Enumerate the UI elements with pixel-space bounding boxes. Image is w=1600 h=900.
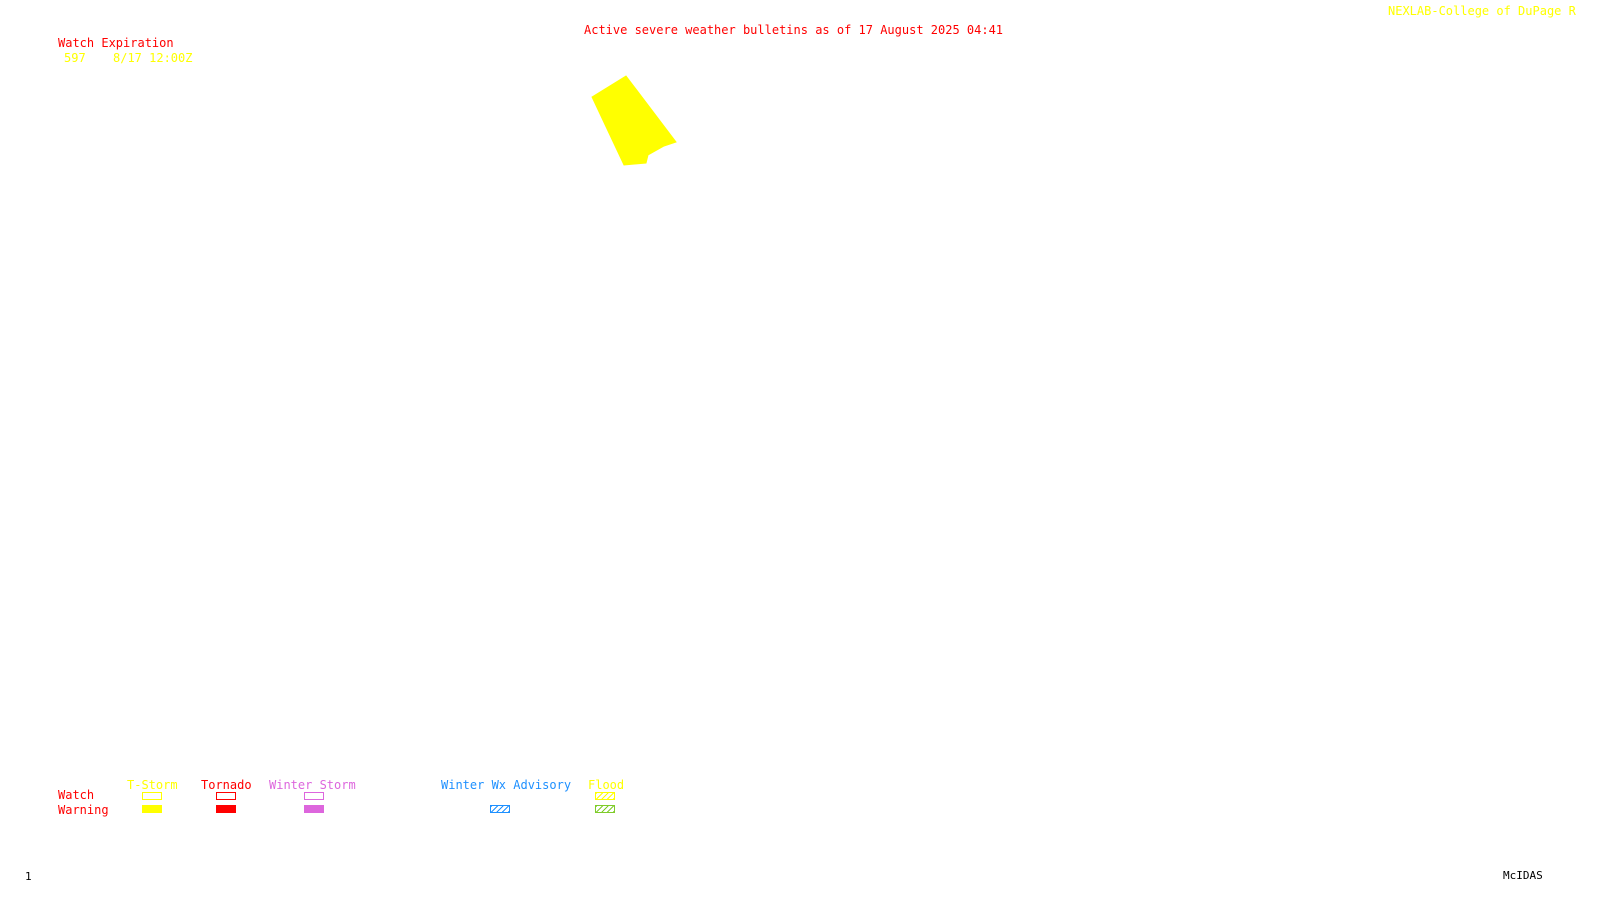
- watch-expiration: 8/17 12:00Z: [113, 51, 193, 65]
- legend-winter-storm-label: Winter Storm: [269, 778, 356, 792]
- winter-storm-warning-swatch: [304, 805, 324, 813]
- winter-wx-advisory-swatch: [490, 805, 510, 813]
- legend-flood-label: Flood: [588, 778, 625, 792]
- watch-number: 597: [64, 51, 86, 65]
- software-label: McIDAS: [1503, 869, 1543, 882]
- legend-tstorm-label: T-Storm: [127, 778, 178, 792]
- winter-storm-watch-swatch: [304, 792, 324, 800]
- tornado-watch-swatch: [216, 792, 236, 800]
- legend-warning-row-label: Warning: [58, 803, 109, 817]
- flood-watch-swatch: [595, 792, 615, 800]
- credit-label: NEXLAB-College of DuPage R: [1388, 4, 1576, 18]
- legend-watch-row-label: Watch: [58, 788, 95, 802]
- flood-warning-swatch: [595, 805, 615, 813]
- tornado-warning-swatch: [216, 805, 236, 813]
- legend-winter-wx-advisory-label: Winter Wx Advisory: [441, 778, 572, 792]
- tstorm-warning-swatch: [142, 805, 162, 813]
- bulletin-title: Active severe weather bulletins as of 17…: [584, 23, 1004, 37]
- tstorm-watch-swatch: [142, 792, 162, 800]
- legend-tornado-label: Tornado: [201, 778, 252, 792]
- frame-number: 1: [25, 870, 32, 883]
- watch-table-header: Watch Expiration: [58, 36, 174, 50]
- tstorm-watch-polygon: [591, 75, 677, 166]
